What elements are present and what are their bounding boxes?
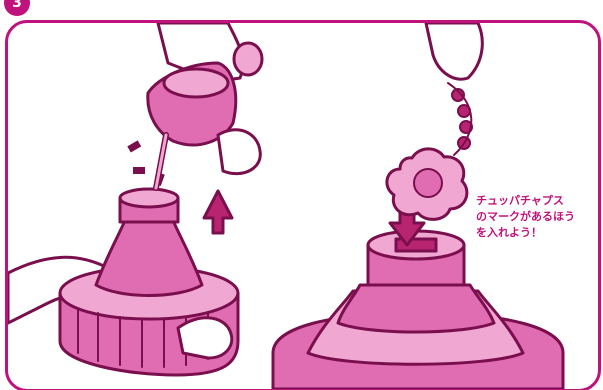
cap-hand-left — [218, 130, 260, 174]
left-hand-right — [178, 318, 232, 358]
cone-left — [96, 218, 202, 296]
chain-right — [452, 89, 472, 149]
top-hand-right — [426, 23, 482, 79]
arrow-up-icon — [204, 191, 232, 233]
caption-text: チュッパチャプス のマークがあるほう を入れよう！ — [476, 193, 575, 241]
caption-line-1: チュッパチャプス — [476, 193, 575, 209]
caption-line-3: を入れよう！ — [476, 225, 575, 241]
step-number-badge: 3 — [4, 0, 30, 16]
charm-right — [387, 149, 467, 220]
caption-line-2: のマークがあるほう — [476, 209, 575, 225]
left-scene — [8, 23, 262, 375]
neck-top-left — [120, 189, 178, 207]
illustration-panel: チュッパチャプス のマークがあるほう を入れよう！ — [5, 20, 601, 390]
tier-right — [338, 285, 494, 332]
